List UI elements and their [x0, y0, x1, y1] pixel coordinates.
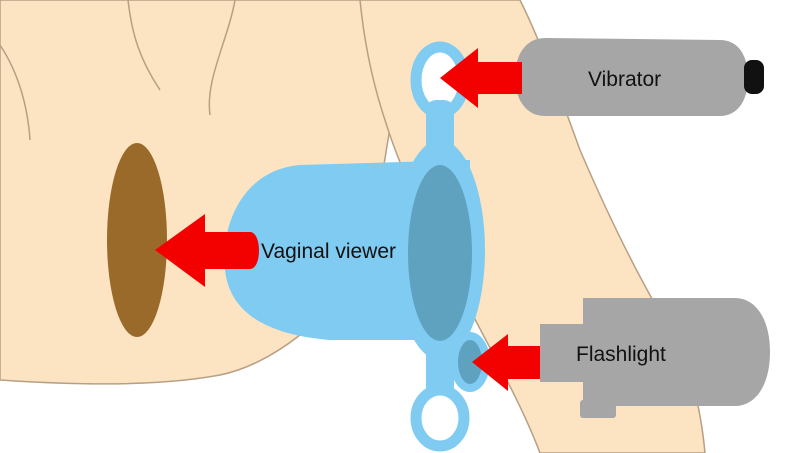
viewer-lens	[408, 165, 472, 341]
skin-fold-line-1	[127, 0, 161, 91]
vibrator-body	[515, 38, 748, 116]
vibrator-tip	[744, 60, 764, 94]
vaginal-viewer-label: Vaginal viewer	[261, 240, 396, 263]
tissue-opening	[107, 143, 167, 337]
viewer-light-port	[458, 340, 482, 384]
viewer-bottom-ring	[410, 384, 470, 452]
arrow-vibrator	[440, 48, 522, 108]
skin-fold-line-2	[208, 0, 236, 116]
flashlight-switch	[580, 400, 616, 418]
arrow-flashlight	[472, 334, 540, 391]
skin-fold-line-3	[0, 44, 31, 141]
vibrator-label: Vibrator	[588, 68, 661, 91]
flashlight-body	[540, 298, 770, 406]
flashlight-label: Flashlight	[576, 343, 666, 366]
arrow-viewer	[155, 214, 259, 287]
